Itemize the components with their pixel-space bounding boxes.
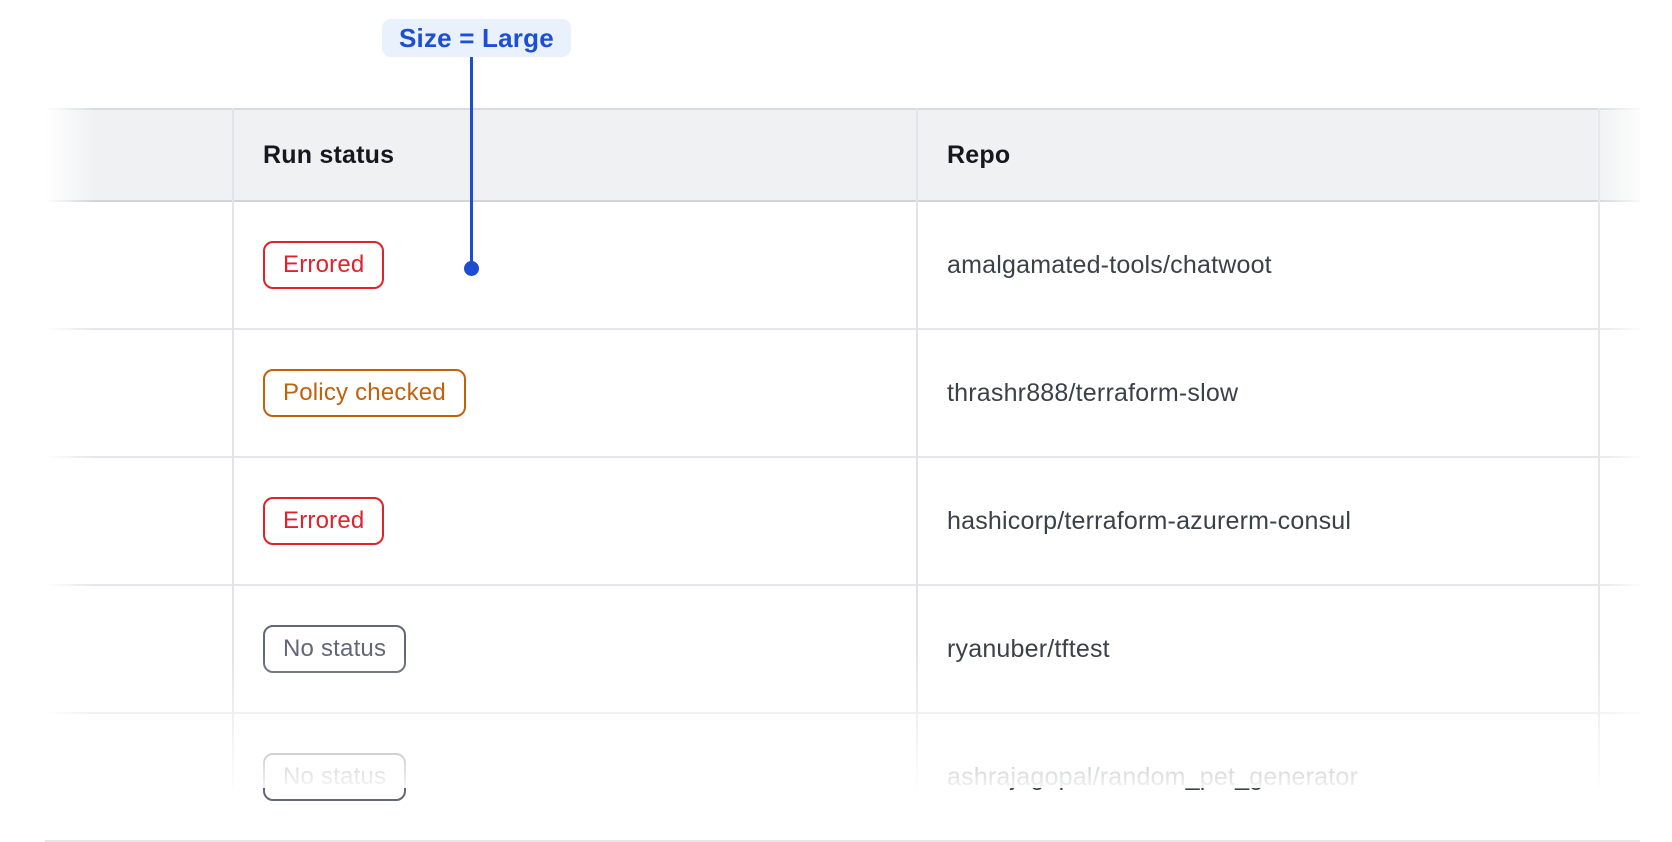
repo-name: ryanuber/tftest bbox=[947, 634, 1110, 663]
row-cell-repo: thrashr888/terraform-slow bbox=[916, 330, 1598, 456]
repo-name: thrashr888/terraform-slow bbox=[947, 378, 1239, 407]
run-status-column-label: Run status bbox=[263, 140, 395, 169]
table-header-row: Run status Repo bbox=[45, 108, 1640, 202]
row-cell-repo: amalgamated-tools/chatwoot bbox=[916, 202, 1598, 328]
row-cell-repo: ryanuber/tftest bbox=[916, 586, 1598, 712]
repo-name: ashrajagopal/random_pet_generator bbox=[947, 762, 1359, 791]
header-cell-repo: Repo bbox=[916, 110, 1598, 200]
table-row[interactable]: Errored amalgamated-tools/chatwoot bbox=[45, 202, 1640, 330]
repo-name: amalgamated-tools/chatwoot bbox=[947, 250, 1272, 279]
header-cell-run-status: Run status bbox=[232, 110, 916, 200]
row-cell-tail bbox=[1598, 202, 1640, 328]
row-cell-run-status: No status bbox=[232, 586, 916, 712]
repo-column-label: Repo bbox=[947, 140, 1011, 169]
column-divider bbox=[916, 108, 918, 788]
run-status-badge: No status bbox=[263, 753, 407, 801]
repo-name: hashicorp/terraform-azurerm-consul bbox=[947, 506, 1352, 535]
column-divider bbox=[232, 108, 234, 788]
table-row[interactable]: No status ryanuber/tftest bbox=[45, 586, 1640, 714]
row-cell-run-status: No status bbox=[232, 714, 916, 840]
run-status-badge: Errored bbox=[263, 497, 385, 545]
table-row[interactable]: Errored hashicorp/terraform-azurerm-cons… bbox=[45, 458, 1640, 586]
row-cell-run-status: Errored bbox=[232, 458, 916, 584]
table-row[interactable]: Policy checked thrashr888/terraform-slow bbox=[45, 330, 1640, 458]
row-cell-run-status: Policy checked bbox=[232, 330, 916, 456]
row-cell-empty bbox=[45, 202, 232, 328]
row-cell-repo: hashicorp/terraform-azurerm-consul bbox=[916, 458, 1598, 584]
annotation-label: Size = Large bbox=[382, 19, 571, 57]
run-status-badge: Errored bbox=[263, 241, 385, 289]
row-cell-run-status: Errored bbox=[232, 202, 916, 328]
row-cell-empty bbox=[45, 714, 232, 840]
row-cell-tail bbox=[1598, 586, 1640, 712]
run-status-badge: No status bbox=[263, 625, 407, 673]
row-cell-tail bbox=[1598, 330, 1640, 456]
table-body: Errored amalgamated-tools/chatwoot Polic… bbox=[45, 202, 1640, 842]
run-status-badge: Policy checked bbox=[263, 369, 466, 417]
header-cell-empty bbox=[45, 110, 232, 200]
run-status-table: Run status Repo Errored amalgamated-tool… bbox=[45, 108, 1640, 842]
header-cell-tail bbox=[1598, 110, 1640, 200]
row-cell-tail bbox=[1598, 714, 1640, 840]
row-cell-empty bbox=[45, 330, 232, 456]
table-row[interactable]: No status ashrajagopal/random_pet_genera… bbox=[45, 714, 1640, 842]
column-divider bbox=[1598, 108, 1600, 788]
row-cell-empty bbox=[45, 586, 232, 712]
row-cell-tail bbox=[1598, 458, 1640, 584]
row-cell-repo: ashrajagopal/random_pet_generator bbox=[916, 714, 1598, 840]
row-cell-empty bbox=[45, 458, 232, 584]
